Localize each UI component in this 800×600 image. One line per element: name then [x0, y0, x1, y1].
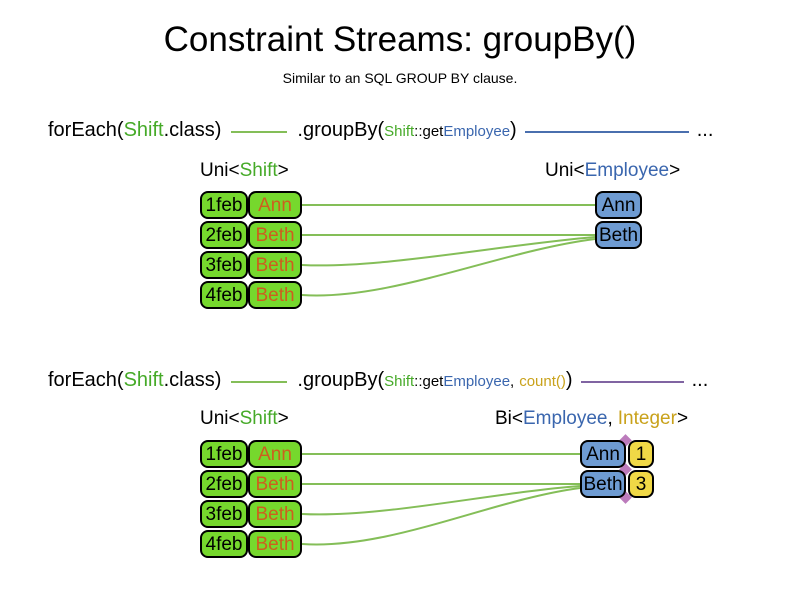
shift-employee-cell: Beth	[248, 281, 302, 309]
code2-arg-method: ::get	[414, 373, 444, 390]
header-type-shift: Shift	[239, 160, 278, 181]
shift-employee-cell: Beth	[248, 221, 302, 249]
code1-arg-class: Shift	[384, 123, 415, 140]
shift-employee-cell: Beth	[248, 470, 302, 498]
shift-row: 2feb Beth	[200, 221, 302, 249]
wire-4feb-beth	[301, 487, 581, 546]
group-box-ann: Ann	[595, 191, 642, 219]
code2-groupby-suffix: )	[565, 369, 573, 391]
shift-employee-cell: Ann	[248, 440, 302, 468]
group-box-beth: Beth	[595, 221, 642, 249]
shift-employee-cell: Beth	[248, 251, 302, 279]
wire-3feb-beth	[301, 485, 581, 516]
group-box-ann: Ann	[580, 440, 626, 468]
shift-employee-cell: Ann	[248, 191, 302, 219]
shift-date-cell: 2feb	[200, 470, 248, 498]
wire-4feb-beth	[301, 238, 596, 297]
header-prefix: Bi<	[495, 408, 523, 429]
code2-ellipsis: ...	[691, 369, 709, 391]
code1-shift-class: Shift	[123, 119, 164, 141]
code2-foreach-prefix: forEach(	[48, 369, 124, 391]
shift-employee-cell: Beth	[248, 500, 302, 528]
shift-row: 3feb Beth	[200, 500, 302, 528]
wire-3feb-beth	[301, 236, 596, 267]
header-type-integer: Integer	[617, 408, 677, 429]
diagram-bi: Uni<Shift> Bi<Employee,Integer> 1feb Ann…	[0, 405, 800, 570]
code1-groupby-prefix: .groupBy(	[297, 119, 385, 141]
header-suffix: >	[277, 408, 289, 429]
shift-date-cell: 1feb	[200, 191, 248, 219]
shift-row: 4feb Beth	[200, 530, 302, 558]
shift-row: 1feb Ann	[200, 191, 302, 219]
wires-bi-svg	[301, 453, 581, 546]
header-prefix: Uni<	[200, 408, 240, 429]
header-type-employee: Employee	[523, 408, 608, 429]
code2-shift-class: Shift	[123, 369, 164, 391]
group-box-beth: Beth	[580, 470, 626, 498]
count-box-beth: 3	[628, 470, 654, 498]
code-line-bi: forEach(Shift.class) .groupBy(Shift::get…	[48, 369, 708, 395]
page-title: Constraint Streams: groupBy()	[163, 20, 637, 59]
diagram-uni: Uni<Shift> Uni<Employee> 1feb Ann 2feb B…	[0, 155, 800, 320]
header-suffix: >	[277, 160, 289, 181]
header-suffix: >	[676, 408, 689, 429]
shift-employee-cell: Beth	[248, 530, 302, 558]
shift-row: 3feb Beth	[200, 251, 302, 279]
header-prefix: Uni<	[545, 160, 585, 181]
shift-row: 4feb Beth	[200, 281, 302, 309]
shift-date-cell: 2feb	[200, 221, 248, 249]
stream-wire-blue	[524, 131, 689, 133]
code1-arg-type: Employee	[443, 123, 511, 140]
code1-groupby-suffix: )	[510, 119, 517, 141]
shift-date-cell: 4feb	[200, 281, 248, 309]
code1-foreach-suffix: .class)	[163, 119, 222, 141]
code1-foreach-prefix: forEach(	[48, 119, 124, 141]
code2-arg-separator: ,	[510, 373, 515, 390]
wires-uni-svg	[301, 204, 596, 297]
shift-date-cell: 3feb	[200, 500, 248, 528]
page-subtitle: Similar to an SQL GROUP BY clause.	[282, 70, 518, 86]
header-uni-shift: Uni<Shift>	[200, 160, 289, 182]
header-separator: ,	[607, 408, 613, 429]
code2-arg-class: Shift	[384, 373, 415, 390]
count-box-ann: 1	[628, 440, 654, 468]
code1-arg-method: ::get	[414, 123, 444, 140]
shift-row: 1feb Ann	[200, 440, 302, 468]
code2-groupby-prefix: .groupBy(	[297, 369, 385, 391]
shift-date-cell: 4feb	[200, 530, 248, 558]
header-uni-shift: Uni<Shift>	[200, 408, 289, 430]
stream-wire-green	[231, 131, 288, 133]
code-line-uni: forEach(Shift.class) .groupBy(Shift::get…	[48, 119, 713, 145]
code1-ellipsis: ...	[696, 119, 714, 141]
header-type-employee: Employee	[584, 160, 670, 181]
shift-row: 2feb Beth	[200, 470, 302, 498]
shift-date-cell: 3feb	[200, 251, 248, 279]
header-prefix: Uni<	[200, 160, 240, 181]
header-suffix: >	[669, 160, 681, 181]
header-uni-employee: Uni<Employee>	[545, 160, 680, 182]
shift-date-cell: 1feb	[200, 440, 248, 468]
stream-wire-purple	[580, 381, 684, 383]
header-bi-employee-integer: Bi<Employee,Integer>	[495, 408, 688, 430]
code2-foreach-suffix: .class)	[163, 369, 222, 391]
code2-arg-type: Employee	[443, 373, 511, 390]
code2-arg-collector: count()	[519, 373, 566, 390]
header-type-shift: Shift	[239, 408, 278, 429]
stream-wire-green	[231, 381, 288, 383]
